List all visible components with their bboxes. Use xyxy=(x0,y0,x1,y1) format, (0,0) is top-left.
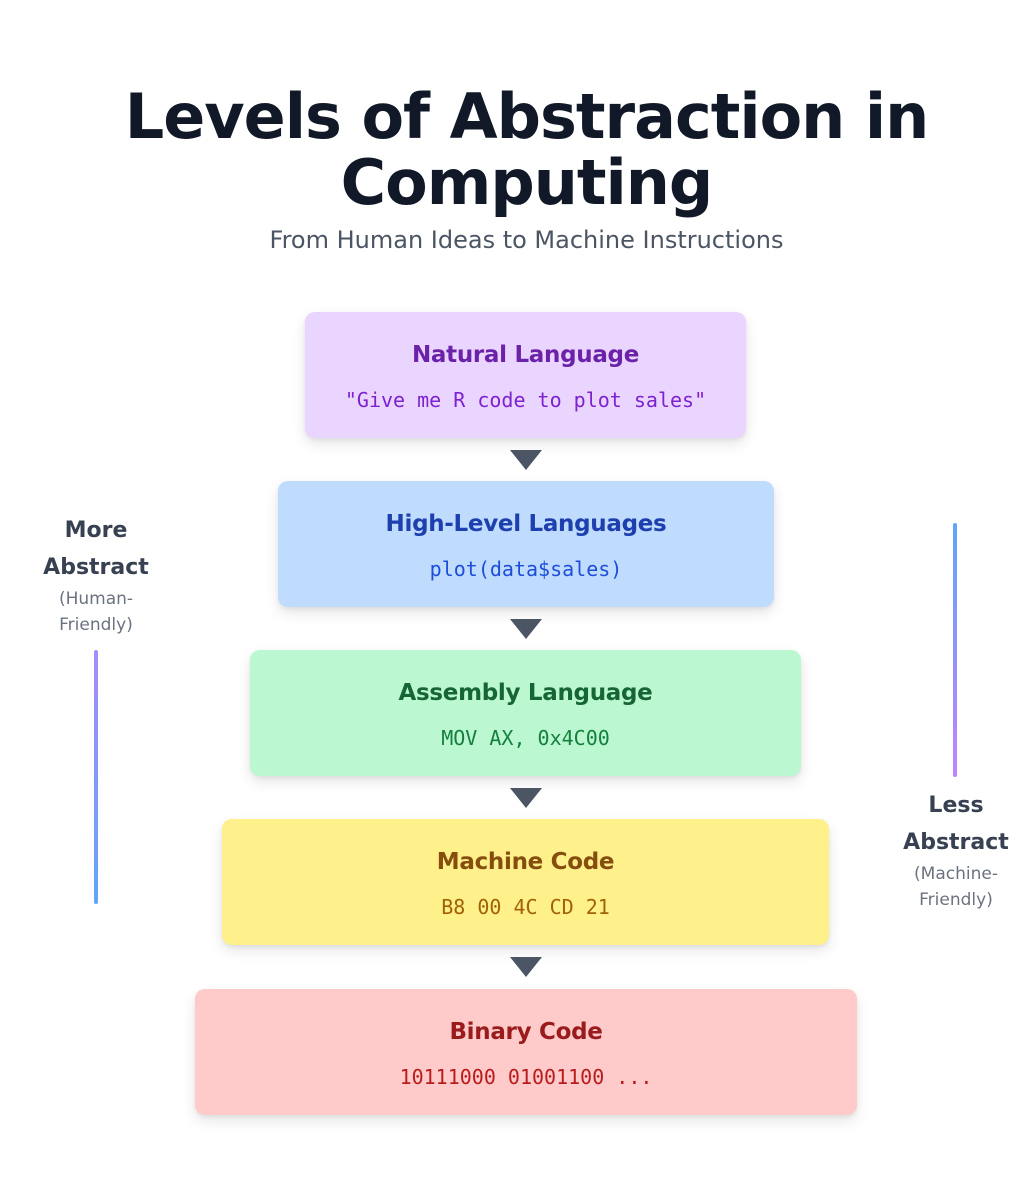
down-arrow-icon xyxy=(510,957,542,977)
less-abstract-line-1: Less xyxy=(928,793,984,818)
level-assembly-language: Assembly Language MOV AX, 0x4C00 xyxy=(250,650,801,776)
level-example: MOV AX, 0x4C00 xyxy=(441,726,610,750)
abstraction-gradient-bar xyxy=(953,523,957,777)
level-high-level-languages: High-Level Languages plot(data$sales) xyxy=(278,481,774,607)
abstraction-gradient-bar xyxy=(94,650,98,904)
level-example: 10111000 01001100 ... xyxy=(399,1065,653,1089)
level-natural-language: Natural Language "Give me R code to plot… xyxy=(305,312,746,438)
level-name: Binary Code xyxy=(449,1019,603,1045)
level-example: B8 00 4C CD 21 xyxy=(441,895,610,919)
human-friendly-line-2: Friendly) xyxy=(59,615,133,635)
more-abstract-line-2: Abstract xyxy=(43,555,149,580)
level-name: Machine Code xyxy=(436,849,615,875)
title-line-1: Levels of Abstraction in xyxy=(124,80,930,153)
machine-friendly-line-2: Friendly) xyxy=(919,890,993,910)
more-abstract-label: More Abstract (Human- Friendly) xyxy=(26,512,166,638)
less-abstract-label: Less Abstract (Machine- Friendly) xyxy=(886,787,1026,913)
level-name: High-Level Languages xyxy=(385,511,667,537)
human-friendly-line-1: (Human- xyxy=(58,589,134,609)
level-name: Natural Language xyxy=(411,342,640,368)
level-example: plot(data$sales) xyxy=(429,557,623,581)
level-name: Assembly Language xyxy=(398,680,653,706)
level-machine-code: Machine Code B8 00 4C CD 21 xyxy=(222,819,829,945)
down-arrow-icon xyxy=(510,788,542,808)
level-example: "Give me R code to plot sales" xyxy=(344,388,707,412)
less-abstract-line-2: Abstract xyxy=(903,830,1009,855)
page-title: Levels of Abstraction in Computing xyxy=(0,84,1033,216)
title-line-2: Computing xyxy=(340,146,714,219)
down-arrow-icon xyxy=(510,450,542,470)
level-binary-code: Binary Code 10111000 01001100 ... xyxy=(195,989,857,1115)
down-arrow-icon xyxy=(510,619,542,639)
machine-friendly-line-1: (Machine- xyxy=(914,864,998,884)
page-subtitle: From Human Ideas to Machine Instructions xyxy=(269,226,784,254)
more-abstract-line-1: More xyxy=(64,518,128,543)
